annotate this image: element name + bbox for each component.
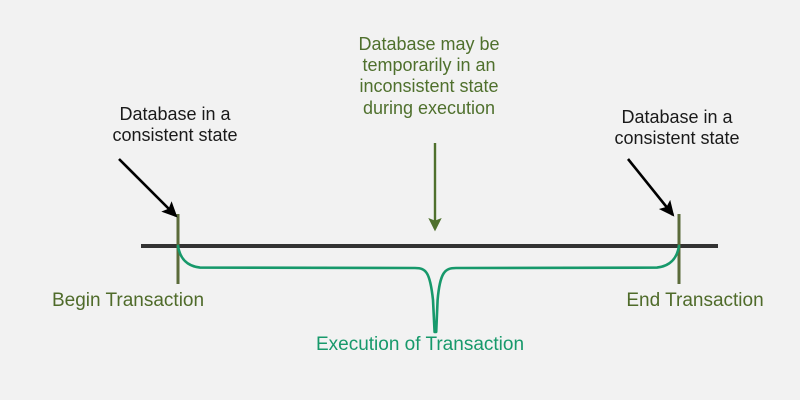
right-pointer-arrow — [626, 158, 675, 217]
left-consistent-state-label: Database in a consistent state — [112, 104, 238, 146]
right-consistent-state-label: Database in a consistent state — [614, 107, 740, 149]
left-pointer-arrow — [118, 158, 178, 218]
begin-transaction-label: Begin Transaction — [51, 290, 205, 311]
inconsistent-state-note: Database may be temporarily in an incons… — [358, 34, 500, 118]
transaction-execution-curve — [176, 244, 681, 334]
end-transaction-label: End Transaction — [626, 290, 764, 311]
execution-of-transaction-label: Execution of Transaction — [315, 334, 525, 355]
